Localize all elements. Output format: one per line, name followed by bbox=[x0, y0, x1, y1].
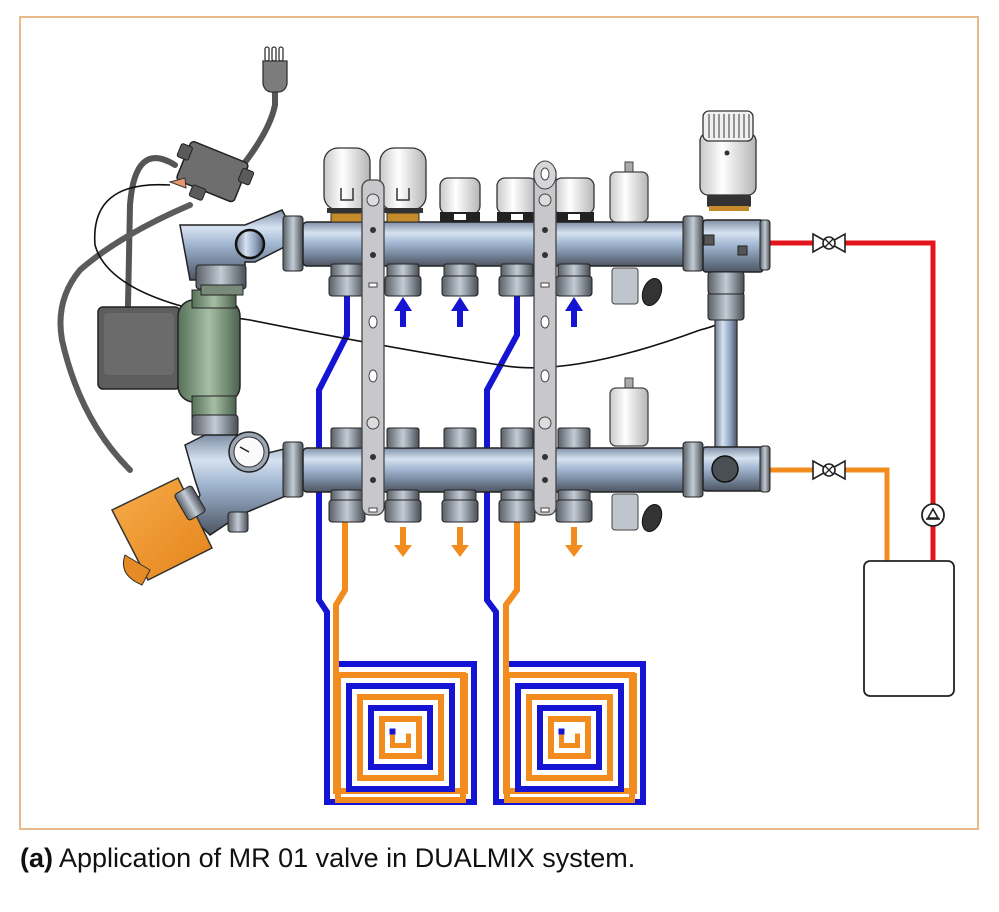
pump-cable bbox=[125, 155, 178, 308]
loop-2-return-pipe bbox=[484, 295, 646, 805]
lower-outlet-nut-2 bbox=[384, 499, 422, 523]
loop-1-return-pipe bbox=[316, 295, 477, 805]
upper-outlet-nut-3 bbox=[441, 275, 479, 297]
loop-1-ring-5 bbox=[379, 716, 422, 759]
return-ball-valve-icon bbox=[812, 459, 846, 481]
boiler-icon bbox=[863, 560, 955, 697]
lower-outlet-cap-5 bbox=[557, 427, 591, 449]
lower-outlet-nut-4 bbox=[498, 499, 536, 523]
valve-cap-5 bbox=[553, 177, 595, 215]
lower-outlet-cap-3 bbox=[443, 427, 477, 449]
floor-loop-2-spiral bbox=[504, 672, 635, 803]
drain-valve-upper bbox=[611, 267, 663, 307]
actuator-latch-2 bbox=[396, 188, 410, 201]
loop-1-center bbox=[390, 731, 411, 748]
power-plug-icon bbox=[262, 46, 288, 93]
boiler-circuit bbox=[766, 232, 955, 697]
upper-outlet-nut-4 bbox=[498, 275, 536, 297]
lower-outlet-nut-1 bbox=[328, 499, 366, 523]
upper-outlet-nut-5 bbox=[555, 275, 593, 297]
caption-text: Application of MR 01 valve in DUALMIX sy… bbox=[53, 843, 636, 873]
actuator-latch-1 bbox=[340, 188, 354, 201]
lower-tee-fitting bbox=[702, 445, 771, 493]
loop-2-ring-4 bbox=[537, 705, 602, 770]
loop-1-ring-1 bbox=[335, 672, 466, 803]
mixing-actuator bbox=[110, 476, 213, 586]
thermometer-icon bbox=[228, 431, 270, 473]
dualmix-system-diagram bbox=[19, 16, 979, 830]
boiler-pump-icon bbox=[921, 503, 945, 527]
return-flow-arrow-icon-2 bbox=[451, 527, 469, 557]
air-vent-upper bbox=[609, 161, 649, 223]
supply-flow-arrow-icon-1 bbox=[394, 297, 412, 327]
power-cable bbox=[240, 89, 278, 168]
lower-outlet-cap-4 bbox=[500, 427, 534, 449]
boiler-return-pipe bbox=[766, 467, 890, 562]
mounting-brackets bbox=[361, 160, 557, 516]
mr01-mixing-valve bbox=[699, 110, 771, 493]
lower-outlet-nut-5 bbox=[555, 499, 593, 523]
air-vent-lower bbox=[609, 377, 649, 447]
thermostatic-head-icon bbox=[699, 110, 757, 196]
loop-2-ring-5 bbox=[548, 716, 591, 759]
loop-2-center bbox=[559, 731, 580, 748]
loop-1-ring-2 bbox=[346, 683, 455, 792]
valve-cap-4 bbox=[496, 177, 538, 215]
bracket-left bbox=[361, 179, 385, 516]
lower-manifold bbox=[282, 441, 704, 498]
lower-outlet-cap-2 bbox=[386, 427, 420, 449]
upper-outlet-nut-1 bbox=[328, 275, 366, 297]
thermo-electric-actuators bbox=[323, 147, 595, 223]
actuator-cable bbox=[57, 202, 193, 473]
control-box bbox=[176, 141, 255, 203]
loop-2-ring-1 bbox=[504, 672, 635, 803]
upper-mixing-body bbox=[179, 209, 300, 296]
supply-flow-arrow-icon-3 bbox=[565, 297, 583, 327]
bracket-right bbox=[533, 160, 557, 516]
figure-caption: (a) Application of MR 01 valve in DUALMI… bbox=[20, 843, 635, 874]
return-flow-arrow-icon-3 bbox=[565, 527, 583, 557]
loop-2-ring-2 bbox=[515, 683, 624, 792]
valve-cap-3 bbox=[439, 177, 481, 215]
upper-manifold bbox=[282, 215, 704, 272]
caption-label: (a) bbox=[20, 843, 53, 873]
supply-ball-valve-icon bbox=[812, 232, 846, 254]
lower-manifold-outlets bbox=[328, 427, 593, 523]
loop-1-ring-3 bbox=[357, 694, 444, 781]
loop-1-ring-4 bbox=[368, 705, 433, 770]
floor-loop-1-spiral bbox=[335, 672, 466, 803]
lower-outlet-cap-1 bbox=[330, 427, 364, 449]
return-flow-arrow-icon-1 bbox=[394, 527, 412, 557]
drain-valve-lower bbox=[611, 493, 663, 533]
sensor-probe bbox=[168, 177, 187, 189]
lower-mixing-body bbox=[184, 414, 301, 536]
supply-flow-arrow-icon-2 bbox=[451, 297, 469, 327]
loop-2-ring-3 bbox=[526, 694, 613, 781]
upper-outlet-nut-2 bbox=[384, 275, 422, 297]
lower-outlet-nut-3 bbox=[441, 499, 479, 523]
flow-arrows bbox=[394, 297, 583, 557]
